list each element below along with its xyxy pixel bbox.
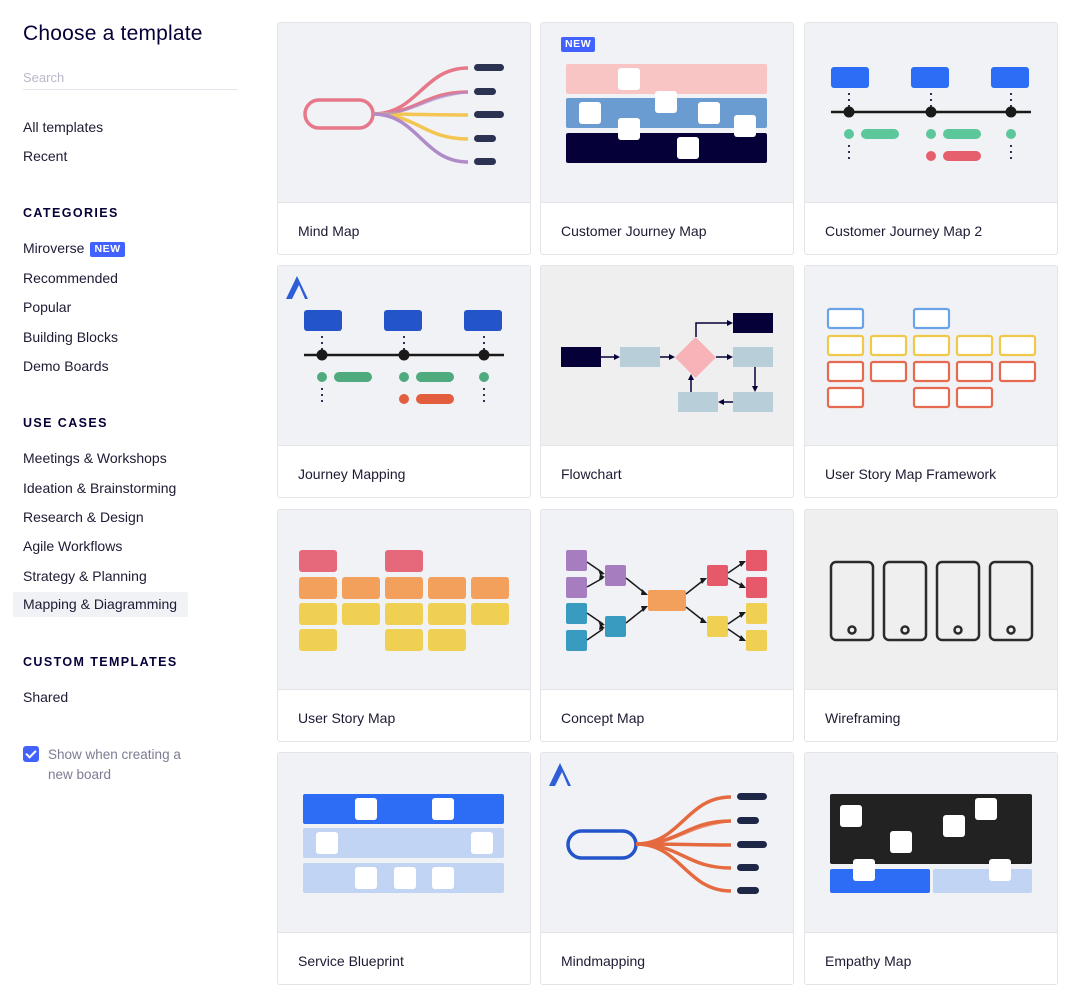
sidebar-item-agile-workflows[interactable]: Agile Workflows: [23, 538, 123, 554]
template-card-flowchart[interactable]: Flowchart: [540, 265, 794, 498]
story-map-framework-illustration: [826, 307, 1037, 409]
template-preview: [278, 753, 530, 933]
template-preview: [805, 510, 1057, 690]
template-card-mindmapping[interactable]: Mindmapping: [540, 752, 794, 985]
use-cases-heading: USE CASES: [23, 416, 108, 430]
mind-map-illustration: [303, 64, 504, 165]
atlassian-logo-icon: [286, 276, 308, 299]
template-name: Concept Map: [561, 710, 645, 726]
sidebar-item-shared[interactable]: Shared: [23, 689, 69, 705]
sidebar-item-demo-boards[interactable]: Demo Boards: [23, 358, 109, 374]
sidebar-item-label: Miroverse: [23, 240, 85, 256]
sidebar: Choose a template All templates Recent C…: [0, 0, 250, 993]
sidebar-item-research-design[interactable]: Research & Design: [23, 509, 144, 525]
sidebar-item-recommended[interactable]: Recommended: [23, 270, 118, 286]
template-card-customer-journey-map-2[interactable]: Customer Journey Map 2: [804, 22, 1058, 255]
categories-heading: CATEGORIES: [23, 206, 119, 220]
template-preview: [805, 266, 1057, 446]
new-badge: NEW: [90, 242, 125, 257]
template-card-user-story-map-framework[interactable]: User Story Map Framework: [804, 265, 1058, 498]
sidebar-item-ideation-brainstorming[interactable]: Ideation & Brainstorming: [23, 480, 177, 496]
template-preview: [278, 266, 530, 446]
concept-map-illustration: [566, 550, 767, 651]
show-when-creating-option[interactable]: Show when creating a new board: [23, 745, 188, 785]
sidebar-item-strategy-planning[interactable]: Strategy & Planning: [23, 568, 147, 584]
template-card-service-blueprint[interactable]: Service Blueprint: [277, 752, 531, 985]
search-input[interactable]: [23, 66, 238, 90]
customer-journey-map-illustration: [566, 64, 767, 163]
template-name: Mindmapping: [561, 953, 646, 969]
sidebar-item-miroverse[interactable]: Miroverse NEW: [23, 239, 125, 257]
template-card-mind-map[interactable]: Mind Map: [277, 22, 531, 255]
template-name: Customer Journey Map: [561, 223, 707, 239]
template-name: Empathy Map: [825, 953, 912, 969]
template-preview: [805, 23, 1057, 203]
template-preview: [278, 23, 530, 203]
new-badge: NEW: [561, 37, 596, 52]
template-name: Mind Map: [298, 223, 360, 239]
empathy-map-illustration: [830, 794, 1032, 893]
template-name: Service Blueprint: [298, 953, 404, 969]
service-blueprint-illustration: [303, 794, 504, 893]
template-preview: [541, 753, 793, 933]
template-card-empathy-map[interactable]: Empathy Map: [804, 752, 1058, 985]
template-name: Flowchart: [561, 466, 622, 482]
template-name: Journey Mapping: [298, 466, 406, 482]
template-card-user-story-map[interactable]: User Story Map: [277, 509, 531, 742]
sidebar-item-meetings-workshops[interactable]: Meetings & Workshops: [23, 450, 167, 466]
template-card-wireframing[interactable]: Wireframing: [804, 509, 1058, 742]
template-preview: [541, 23, 793, 203]
template-preview: [805, 753, 1057, 933]
wireframing-illustration: [829, 560, 1034, 642]
template-preview: [541, 266, 793, 446]
template-preview: [541, 510, 793, 690]
template-card-concept-map[interactable]: Concept Map: [540, 509, 794, 742]
template-name: Customer Journey Map 2: [825, 223, 983, 239]
template-name: User Story Map Framework: [825, 466, 997, 482]
journey-mapping-illustration: [286, 276, 504, 406]
atlassian-logo-icon: [549, 763, 571, 786]
dialog-title: Choose a template: [23, 22, 203, 45]
sidebar-item-all-templates[interactable]: All templates: [23, 119, 104, 135]
timeline-illustration: [831, 67, 1031, 163]
flowchart-illustration: [561, 313, 773, 412]
sidebar-item-recent[interactable]: Recent: [23, 148, 68, 164]
user-story-map-illustration: [299, 550, 509, 651]
template-card-journey-mapping[interactable]: Journey Mapping: [277, 265, 531, 498]
sidebar-item-popular[interactable]: Popular: [23, 299, 72, 315]
custom-templates-heading: CUSTOM TEMPLATES: [23, 655, 178, 669]
template-preview: [278, 510, 530, 690]
sidebar-item-building-blocks[interactable]: Building Blocks: [23, 329, 118, 345]
template-name: User Story Map: [298, 710, 396, 726]
template-card-customer-journey-map[interactable]: NEW Customer Journey Map: [540, 22, 794, 255]
show-when-creating-label: Show when creating a new board: [48, 747, 181, 782]
show-when-creating-checkbox[interactable]: [23, 746, 39, 762]
sidebar-item-mapping-diagramming[interactable]: Mapping & Diagramming: [13, 592, 188, 617]
mindmapping-illustration: [549, 763, 767, 894]
template-name: Wireframing: [825, 710, 901, 726]
